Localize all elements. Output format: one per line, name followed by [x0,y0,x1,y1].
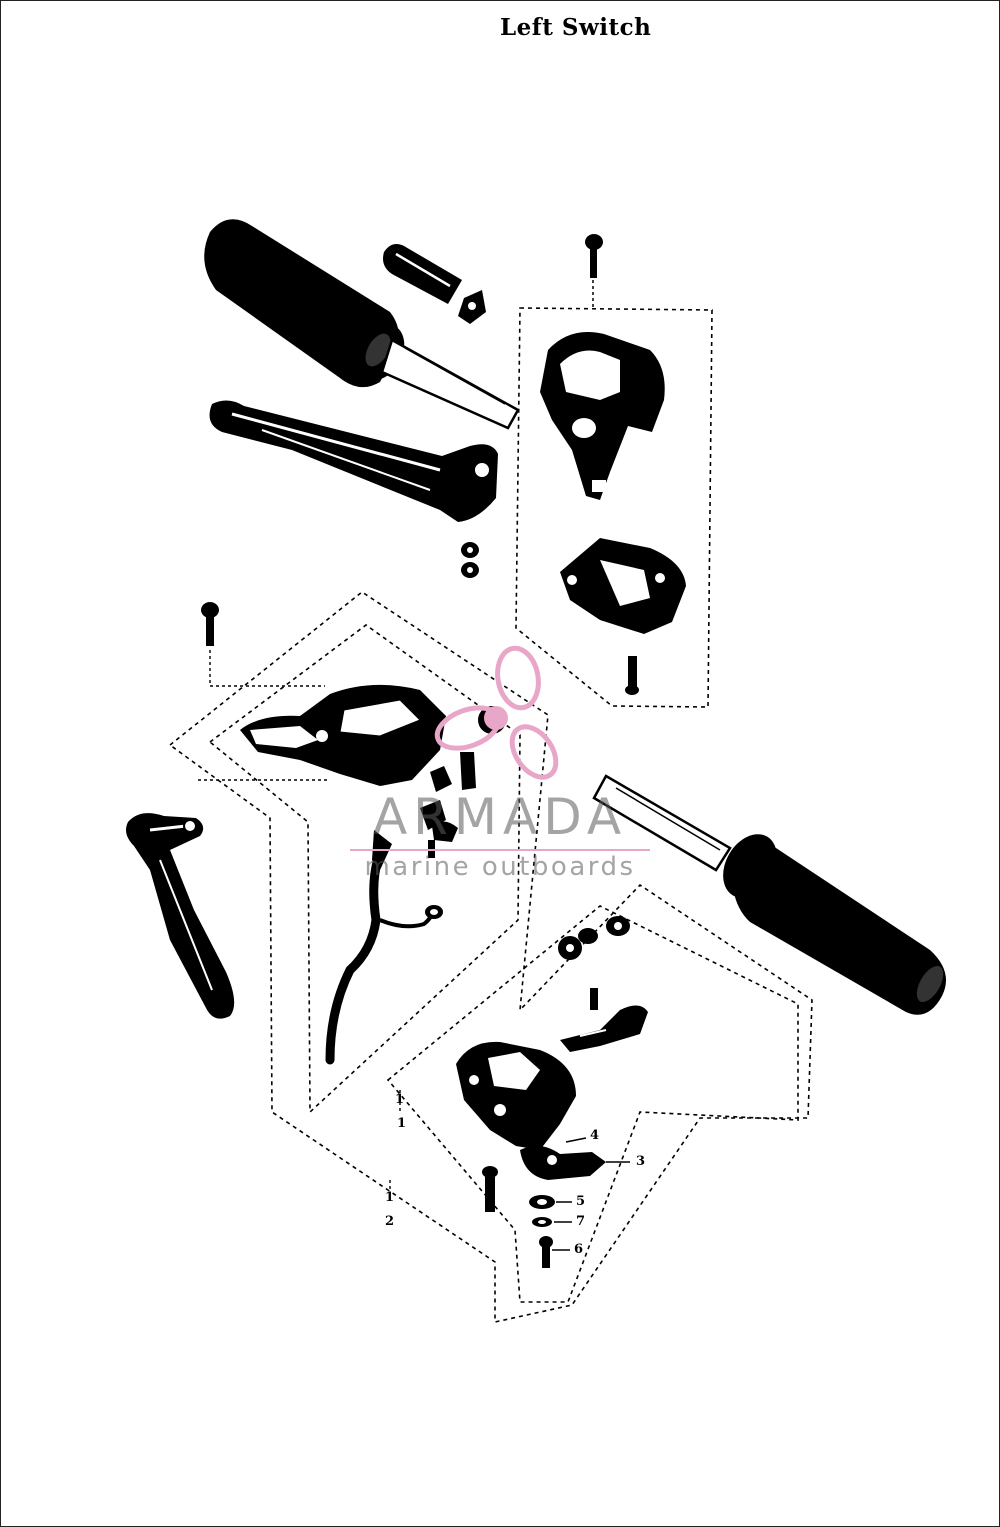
lower-switch-inner-outline [208,624,521,1114]
callout-1-mid: 1 [397,1116,407,1131]
diagram-title: Left Switch [500,14,652,41]
upper-housing-top [540,332,665,500]
lower-switch-outer-outline [168,591,813,1323]
lower-housing-screw [201,602,219,646]
callout-3: 3 [636,1154,646,1169]
callout-1-upper: 1 [395,1092,405,1107]
upper-housing-screw [585,234,603,310]
small-switch-parts [558,916,630,960]
callout-4: 4 [590,1128,600,1143]
callout-5: 5 [576,1194,586,1209]
screw-leader-line [209,650,325,687]
washers-and-screw [529,1195,555,1268]
callout-1-lower: 1 [385,1190,395,1205]
mounting-bracket [560,988,648,1052]
watermark-propeller-logo [434,645,559,780]
lower-right-switch-housing [456,1041,606,1180]
callout-7: 7 [576,1214,586,1229]
lower-switch-housing [240,684,446,786]
watermark-tagline: marine outboards [364,852,636,882]
upper-housing-bottom [560,538,686,634]
callout-2: 2 [385,1214,395,1229]
lever-nuts [461,542,479,578]
upper-switch-group-outline [515,307,713,708]
upper-housing-bottom-screw [625,656,639,695]
left-grip-upper [204,219,520,430]
switch-housing-outline [386,905,799,1303]
cable-adjuster [383,244,486,324]
part-leader-lines [552,1137,630,1251]
watermark-name: ARMADA [372,788,628,846]
clutch-lever-upper [209,400,499,522]
callout-6: 6 [574,1242,584,1257]
housing-bolt [482,1166,498,1212]
right-grip-lower [592,774,946,1015]
clutch-lever-lower [126,813,235,1019]
